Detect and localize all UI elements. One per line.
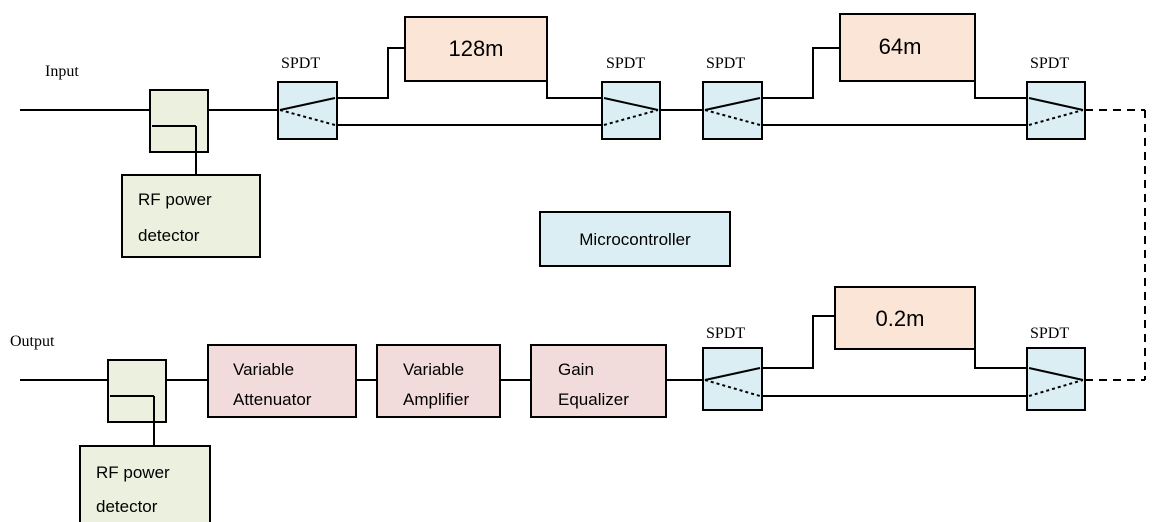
amplifier-label-line2: Amplifier: [403, 390, 469, 409]
equalizer-label-line2: Equalizer: [558, 390, 629, 409]
delay-label-64m: 64m: [879, 34, 922, 59]
spdt-switch-3: SPDT: [702, 55, 763, 140]
delay-label-128m: 128m: [448, 36, 503, 61]
input-label: Input: [45, 63, 79, 80]
variable-amplifier-block: [376, 344, 501, 418]
spdt-label-5: SPDT: [706, 325, 745, 342]
microcontroller-block: [539, 211, 731, 267]
rf-power-detector-output: [79, 445, 211, 522]
microcontroller-label: Microcontroller: [579, 230, 691, 249]
delay-label-0-2m: 0.2m: [876, 306, 925, 331]
rf-detector-output-line2: detector: [96, 497, 158, 516]
output-coupler: [107, 359, 167, 423]
spdt-label-2: SPDT: [606, 55, 645, 72]
output-label: Output: [10, 333, 55, 350]
input-coupler: [149, 89, 209, 153]
spdt-label-1: SPDT: [281, 55, 320, 72]
rf-detector-input-line1: RF power: [138, 190, 212, 209]
attenuator-label-line1: Variable: [233, 360, 294, 379]
spdt-switch-4: SPDT: [1026, 55, 1086, 140]
spdt-label-4: SPDT: [1030, 55, 1069, 72]
gain-equalizer-block: [530, 344, 667, 418]
delay-block-64m: [839, 13, 976, 82]
spdt-switch-5: SPDT: [702, 325, 763, 411]
amplifier-label-line1: Variable: [403, 360, 464, 379]
rf-detector-input-line2: detector: [138, 226, 200, 245]
spdt-switch-2: SPDT: [601, 55, 661, 140]
delay-block-128m: [404, 16, 548, 82]
rf-detector-output-line1: RF power: [96, 463, 170, 482]
attenuator-label-line2: Attenuator: [233, 390, 312, 409]
spdt-switch-6: SPDT: [1026, 325, 1086, 411]
input-path: [20, 47, 1146, 380]
spdt-label-3: SPDT: [706, 55, 745, 72]
spdt-switch-1: SPDT: [277, 55, 338, 140]
rf-power-detector-input: [121, 174, 261, 258]
delay-block-0-2m: [834, 286, 976, 350]
equalizer-label-line1: Gain: [558, 360, 594, 379]
spdt-label-6: SPDT: [1030, 325, 1069, 342]
variable-attenuator-block: [207, 344, 357, 418]
